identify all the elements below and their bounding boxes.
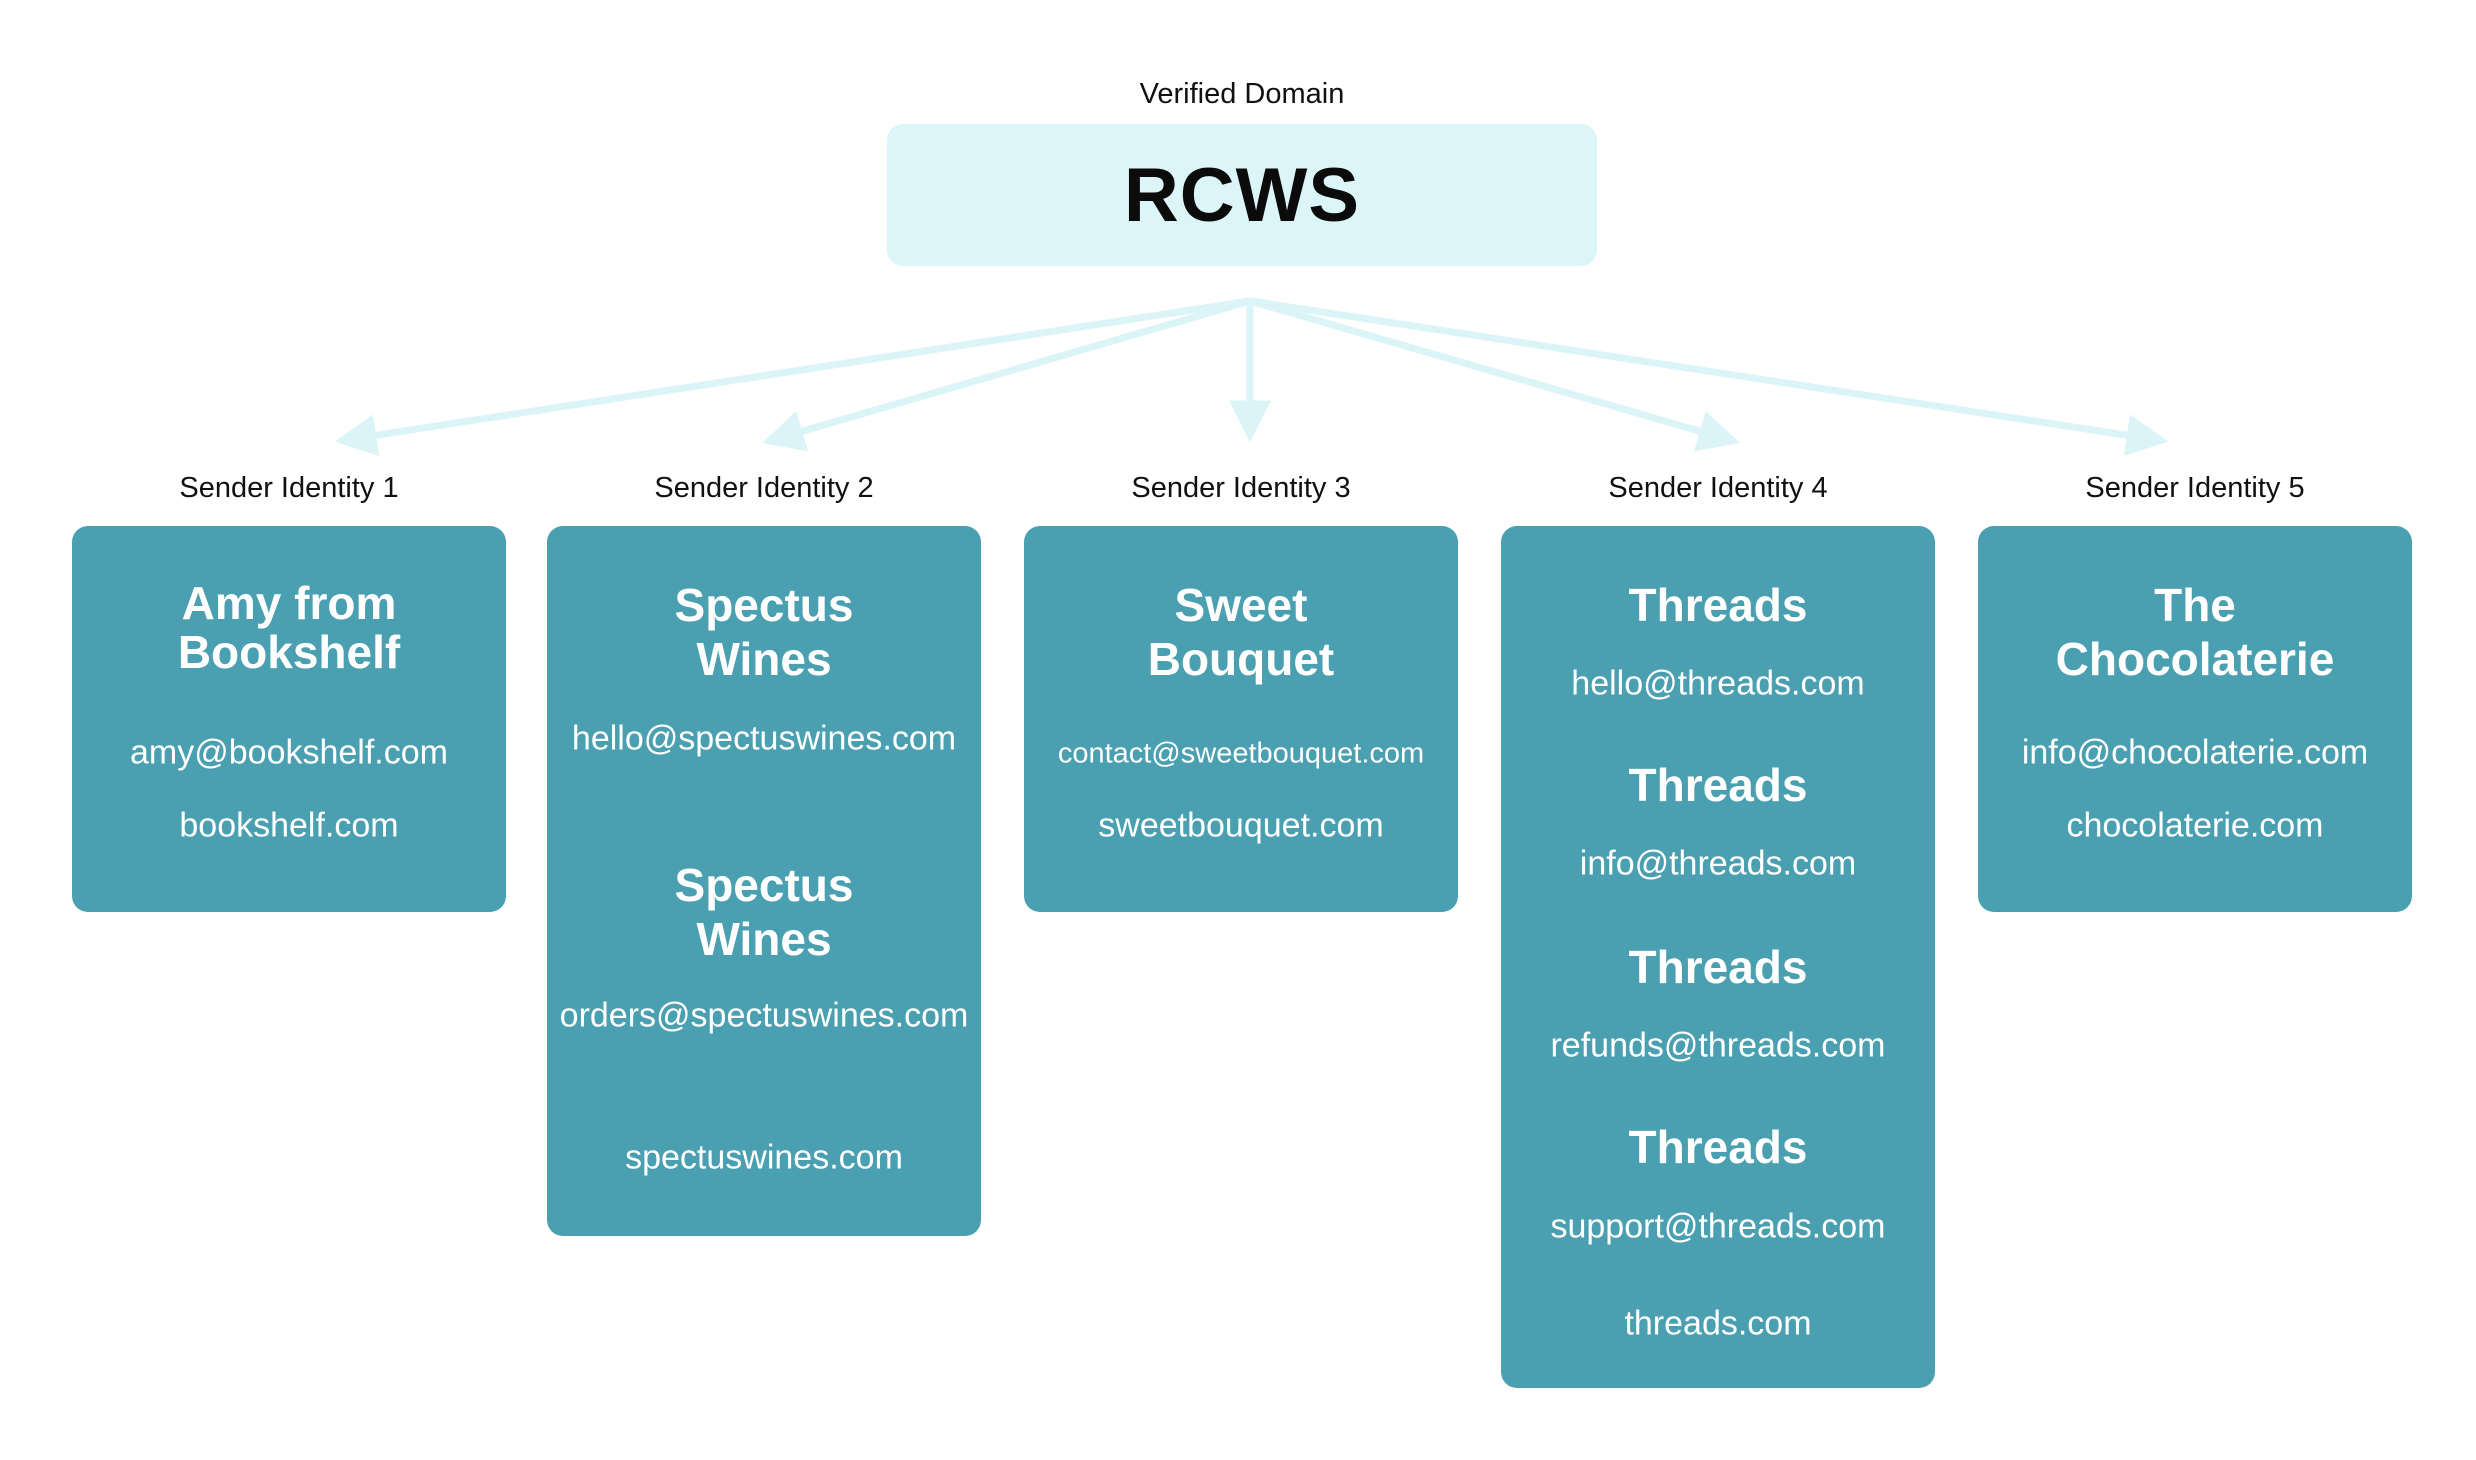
sender-domain: sweetbouquet.com: [1098, 806, 1384, 845]
sender-email: hello@threads.com: [1571, 664, 1865, 703]
arrow-to-sender-identity-2: [761, 297, 1251, 452]
sender-name: Threads: [1628, 579, 1808, 631]
sender-name: The: [2154, 579, 2236, 631]
sender-name: Wines: [696, 633, 832, 685]
sender-identity-1-card: Amy from Bookshelf amy@bookshelf.com boo…: [72, 526, 506, 912]
sender-name: Chocolaterie: [2055, 633, 2335, 685]
sender-name: Sweet: [1174, 579, 1308, 631]
sender-email: contact@sweetbouquet.com: [1057, 737, 1425, 770]
sender-email: orders@spectuswines.com: [559, 996, 969, 1035]
sender-email: refunds@threads.com: [1550, 1026, 1886, 1065]
verified-domain-title: RCWS: [1123, 152, 1361, 238]
sender-domain: threads.com: [1624, 1304, 1812, 1343]
sender-email: support@threads.com: [1550, 1207, 1886, 1246]
sender-name: Amy from: [181, 577, 397, 629]
sender-name: Spectus: [674, 859, 854, 911]
sender-name: Bouquet: [1147, 633, 1335, 685]
sender-identity-5-card: The Chocolaterie info@chocolaterie.com c…: [1978, 526, 2412, 912]
sender-identity-1-label: Sender Identity 1: [179, 472, 399, 504]
verified-domain-label: Verified Domain: [1139, 78, 1345, 110]
sender-email: info@threads.com: [1579, 844, 1857, 883]
arrow-to-sender-identity-5: [1249, 297, 2169, 456]
verified-domain-node: RCWS: [887, 124, 1597, 266]
sender-name: Threads: [1628, 759, 1808, 811]
sender-domain: spectuswines.com: [625, 1138, 903, 1177]
sender-name: Spectus: [674, 579, 854, 631]
sender-name: Threads: [1628, 1121, 1808, 1173]
sender-name: Wines: [696, 913, 832, 965]
arrow-to-sender-identity-4: [1249, 297, 1741, 452]
sender-email: hello@spectuswines.com: [571, 719, 957, 758]
sender-identity-3-label: Sender Identity 3: [1131, 472, 1351, 504]
sender-identity-2-label: Sender Identity 2: [654, 472, 874, 504]
sender-domain: bookshelf.com: [179, 806, 399, 845]
sender-name: Bookshelf: [177, 626, 401, 678]
sender-identity-5-label: Sender Identity 5: [2085, 472, 2305, 504]
sender-identity-3-card: Sweet Bouquet contact@sweetbouquet.com s…: [1024, 526, 1458, 912]
sender-identity-2-card: Spectus Wines hello@spectuswines.com Spe…: [547, 526, 981, 1236]
sender-email: info@chocolaterie.com: [2021, 733, 2369, 772]
sender-identity-4-card: Threads hello@threads.com Threads info@t…: [1501, 526, 1935, 1388]
sender-domain: chocolaterie.com: [2066, 806, 2324, 845]
sender-email: amy@bookshelf.com: [130, 733, 448, 772]
sender-identity-4-label: Sender Identity 4: [1608, 472, 1828, 504]
arrow-to-sender-identity-1: [334, 297, 1251, 456]
sender-name: Threads: [1628, 941, 1808, 993]
